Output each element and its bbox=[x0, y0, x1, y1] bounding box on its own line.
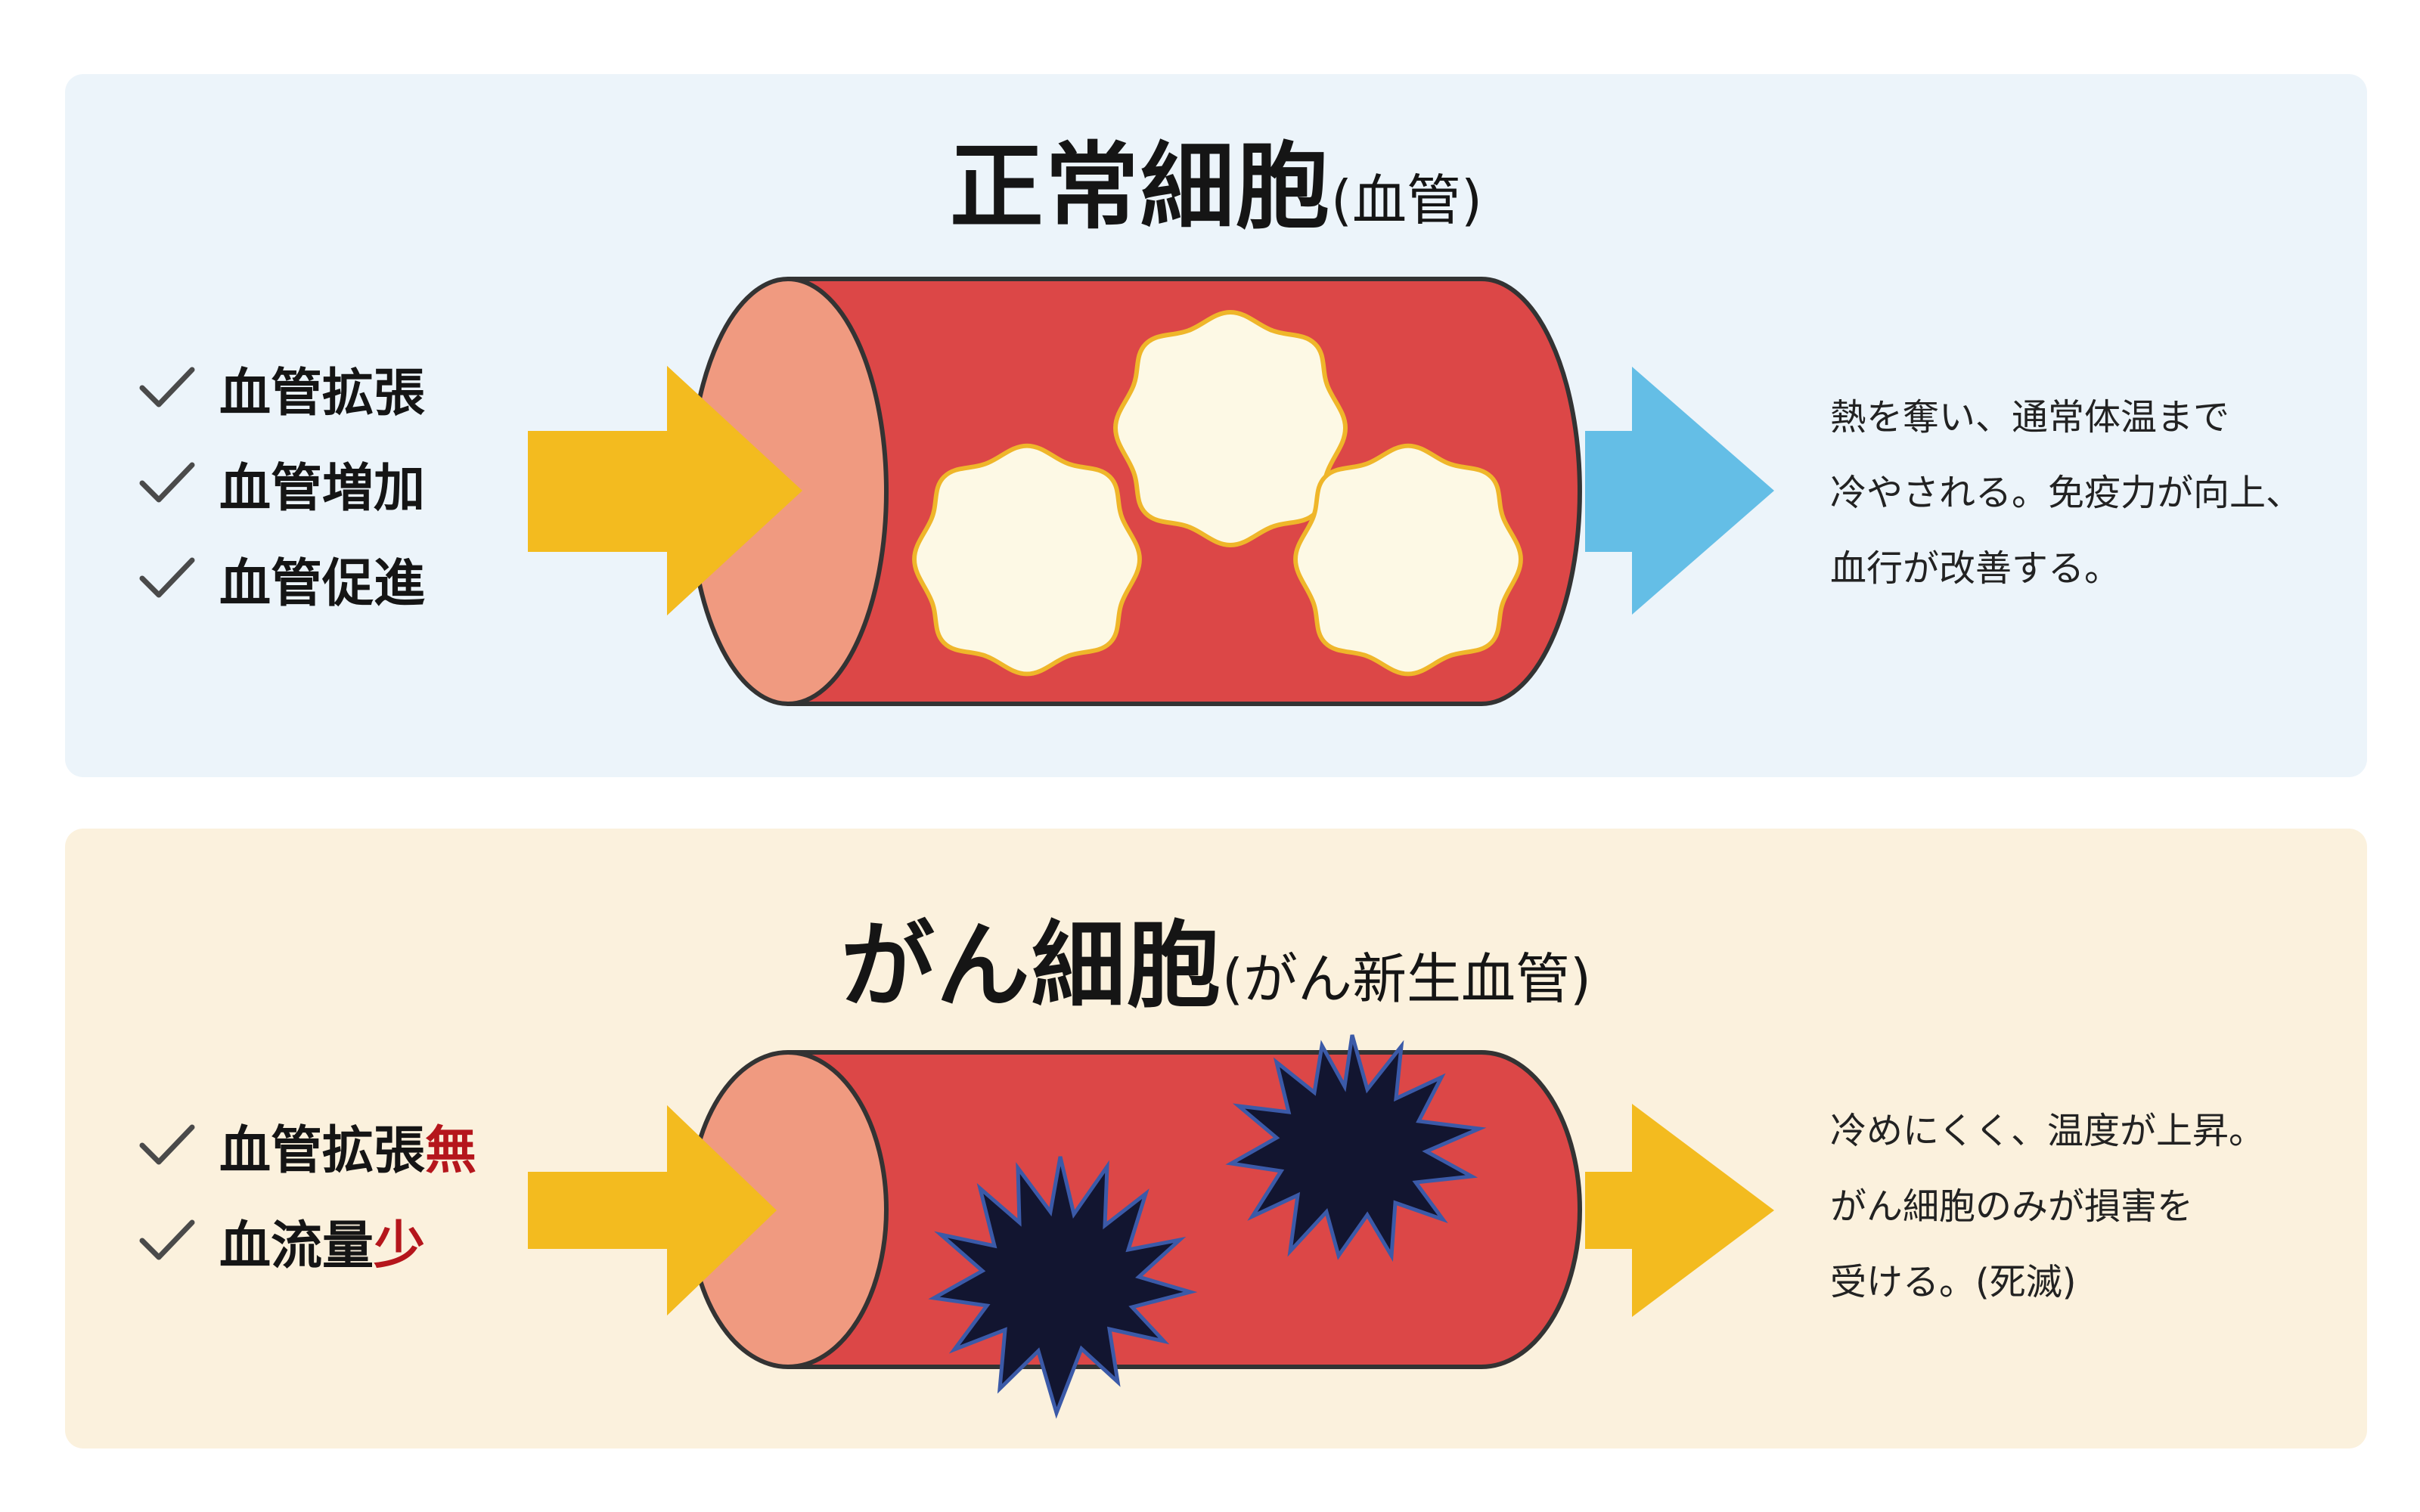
cancer-vessel-diagram bbox=[528, 1034, 1774, 1419]
description-line: がん細胞のみが損害を bbox=[1830, 1185, 2194, 1228]
check-icon bbox=[139, 1124, 195, 1165]
normal-description: 熱を奪い、通常体温まで 冷やされる。免疫力が向上、 血行が改善する。 bbox=[1830, 380, 2352, 606]
description-line: 熱を奪い、通常体温まで bbox=[1830, 396, 2230, 438]
checklist-label: 血管拡張無 bbox=[219, 1108, 476, 1183]
healthy-cell-icon bbox=[1112, 309, 1348, 548]
checklist-label-main: 血管拡張 bbox=[219, 1120, 426, 1181]
inflow-arrow-tip bbox=[667, 366, 802, 615]
description-line: 冷やされる。免疫力が向上、 bbox=[1830, 472, 2303, 514]
healthy-cell-icon bbox=[912, 443, 1142, 677]
healthy-cell-icon bbox=[1293, 443, 1523, 677]
checklist-label: 血管拡張 bbox=[219, 363, 426, 423]
normal-title: 正常細胞(血管) bbox=[65, 110, 2367, 246]
checklist-item: 血管拡張無 bbox=[138, 1098, 476, 1193]
description-line: 冷めにくく、温度が上昇。 bbox=[1830, 1110, 2266, 1152]
outflow-arrow bbox=[1585, 367, 1774, 615]
cancer-cell-icon bbox=[1225, 1034, 1487, 1263]
outflow-arrow bbox=[1585, 1104, 1774, 1317]
normal-cell-panel: 正常細胞(血管) 血管拡張 血管増加 血管促進 熱を奪い、通常体温まで bbox=[65, 74, 2367, 777]
cancer-title-sub: (がん新生血管) bbox=[1221, 947, 1592, 1011]
checklist-item: 血管増加 bbox=[138, 435, 425, 531]
checklist-label: 血流量少 bbox=[219, 1204, 425, 1278]
checklist-item: 血流量少 bbox=[138, 1193, 476, 1288]
description-line: 受ける。(死滅) bbox=[1830, 1261, 2077, 1303]
cancer-title-main: がん細胞 bbox=[840, 912, 1222, 1021]
normal-vessel-diagram bbox=[528, 277, 1774, 706]
cancer-title: がん細胞(がん新生血管) bbox=[65, 889, 2367, 1025]
normal-checklist: 血管拡張 血管増加 血管促進 bbox=[138, 340, 425, 626]
normal-title-main: 正常細胞 bbox=[949, 133, 1331, 242]
description-line: 血行が改善する。 bbox=[1830, 547, 2121, 590]
vessel-body bbox=[786, 1050, 1582, 1369]
checklist-label-accent: 少 bbox=[374, 1216, 426, 1276]
cancer-description: 冷めにくく、温度が上昇。 がん細胞のみが損害を 受ける。(死滅) bbox=[1830, 1093, 2352, 1320]
checklist-label-main: 血流量 bbox=[219, 1216, 374, 1276]
checklist-item: 血管拡張 bbox=[138, 340, 425, 435]
check-icon bbox=[139, 1219, 195, 1260]
inflow-arrow-tip bbox=[667, 1105, 777, 1315]
check-icon bbox=[139, 557, 195, 598]
check-icon bbox=[139, 367, 195, 407]
checklist-label: 血管増加 bbox=[219, 458, 426, 519]
checklist-item: 血管促進 bbox=[138, 531, 425, 626]
cancer-cell-icon bbox=[928, 1156, 1198, 1419]
normal-title-sub: (血管) bbox=[1330, 169, 1483, 232]
check-icon bbox=[139, 462, 195, 503]
cancer-cell-panel: がん細胞(がん新生血管) 血管拡張無 血流量少 冷めにくく、温度が上昇。 がん細… bbox=[65, 829, 2367, 1448]
checklist-label-accent: 無 bbox=[425, 1120, 477, 1181]
checklist-label: 血管促進 bbox=[219, 553, 426, 614]
cancer-checklist: 血管拡張無 血流量少 bbox=[138, 1098, 476, 1288]
